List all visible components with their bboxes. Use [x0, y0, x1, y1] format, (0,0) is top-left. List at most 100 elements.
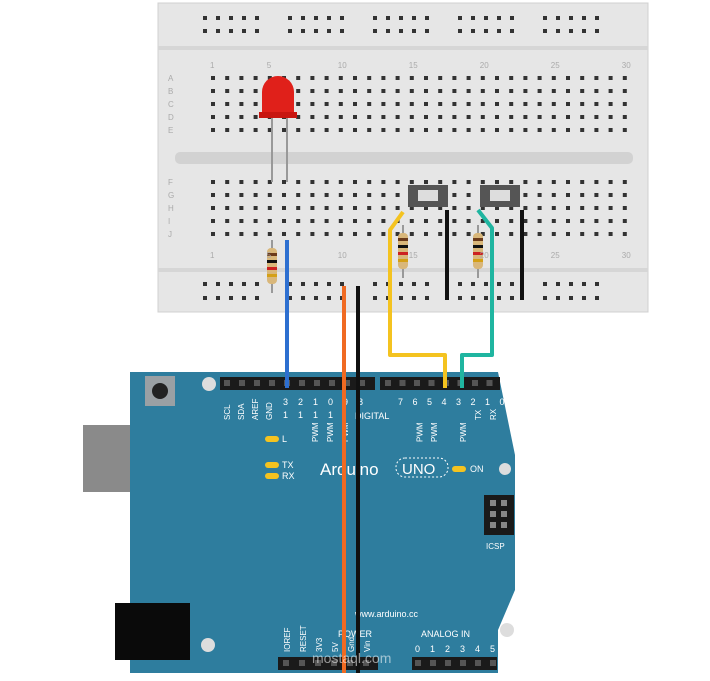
breadboard-hole [551, 193, 556, 197]
pwm-label: PWM [326, 422, 335, 442]
breadboard-hole [566, 128, 570, 132]
breadboard-hole [537, 128, 542, 132]
row-label: H [168, 204, 174, 213]
power-pin-label: IOREF [283, 627, 292, 652]
breadboard-hole [310, 128, 315, 132]
breadboard-hole [566, 206, 570, 210]
breadboard-hole [594, 180, 599, 184]
column-label: 20 [480, 61, 489, 70]
breadboard-hole [367, 193, 372, 197]
column-label: 15 [409, 61, 418, 70]
column-label: 25 [551, 61, 560, 70]
power-jack [115, 603, 190, 660]
breadboard-hole [580, 102, 585, 106]
breadboard-hole [424, 115, 428, 119]
breadboard-hole [253, 193, 258, 197]
breadboard-hole [466, 206, 471, 210]
breadboard-hole [594, 128, 599, 132]
rail-hole [216, 296, 220, 300]
breadboard-hole [466, 193, 471, 197]
resistor-band [473, 245, 483, 248]
rail-hole [497, 16, 501, 20]
breadboard-hole [424, 219, 428, 223]
breadboard-hole [452, 76, 457, 80]
icsp-pin [490, 500, 496, 506]
rail-hole [327, 29, 331, 33]
rail-hole [301, 296, 305, 300]
breadboard-hole [594, 76, 599, 80]
header-pin [430, 660, 436, 666]
breadboard-hole [381, 180, 386, 184]
power-pin-label: RESET [299, 625, 308, 652]
breadboard-hole [438, 206, 443, 210]
power-pin-label: Vin [363, 641, 372, 652]
model-label: UNO [402, 461, 435, 478]
breadboard-hole [253, 232, 258, 236]
breadboard-hole [395, 89, 400, 93]
rail-hole [556, 16, 560, 20]
breadboard-hole [452, 102, 457, 106]
breadboard-hole [622, 206, 627, 210]
rail-hole [288, 29, 292, 33]
pin-label: 8 [358, 397, 363, 407]
breadboard-hole [523, 232, 528, 236]
breadboard-hole [211, 76, 215, 80]
pushbutton-1[interactable] [408, 185, 448, 207]
pushbutton-2[interactable] [480, 185, 520, 207]
breadboard-hole [424, 102, 428, 106]
breadboard-hole [438, 102, 443, 106]
breadboard-hole [239, 219, 244, 223]
breadboard-hole [424, 128, 428, 132]
rail-hole [510, 282, 514, 286]
rail-hole [301, 29, 305, 33]
breadboard-hole [253, 115, 258, 119]
wire-teal-pin2 [460, 208, 494, 388]
breadboard-hole [480, 102, 485, 106]
breadboard-hole [566, 193, 570, 197]
breadboard-hole [338, 193, 343, 197]
breadboard-hole [566, 180, 570, 184]
breadboard-hole [566, 76, 570, 80]
header-pin [315, 660, 321, 666]
rail-hole [386, 16, 390, 20]
breadboard-hole [452, 232, 457, 236]
rail-hole [458, 296, 462, 300]
brand-label: Arduino [320, 460, 379, 479]
breadboard-hole [310, 89, 315, 93]
row-label: J [168, 230, 172, 239]
breadboard-hole [495, 206, 499, 210]
breadboard-hole [395, 180, 400, 184]
rail-hole [327, 16, 331, 20]
rail-hole [242, 296, 246, 300]
breadboard-hole [523, 180, 528, 184]
breadboard-hole [424, 232, 428, 236]
rail-hole [425, 296, 429, 300]
breadboard-hole [338, 76, 343, 80]
pwm-label: PWM [430, 422, 439, 442]
breadboard-hole [324, 206, 329, 210]
breadboard-hole [622, 115, 627, 119]
analog-pin-label: 2 [445, 644, 450, 654]
pin-label: 6 [413, 397, 418, 407]
rail-hole [595, 296, 599, 300]
breadboard-hole [310, 206, 315, 210]
rail-hole [242, 29, 246, 33]
breadboard-hole [353, 102, 357, 106]
breadboard-hole [324, 219, 329, 223]
breadboard-hole [211, 128, 215, 132]
breadboard-hole [353, 206, 357, 210]
rail-hole [314, 29, 318, 33]
row-label: G [168, 191, 174, 200]
center-channel [175, 152, 633, 164]
rail-hole [582, 29, 586, 33]
header-pin [475, 660, 481, 666]
rail-hole [373, 16, 377, 20]
rail-hole [340, 16, 344, 20]
breadboard-hole [466, 219, 471, 223]
resistor-band [398, 259, 408, 262]
breadboard-hole [523, 115, 528, 119]
breadboard-hole [480, 115, 485, 119]
rail-hole [412, 16, 416, 20]
